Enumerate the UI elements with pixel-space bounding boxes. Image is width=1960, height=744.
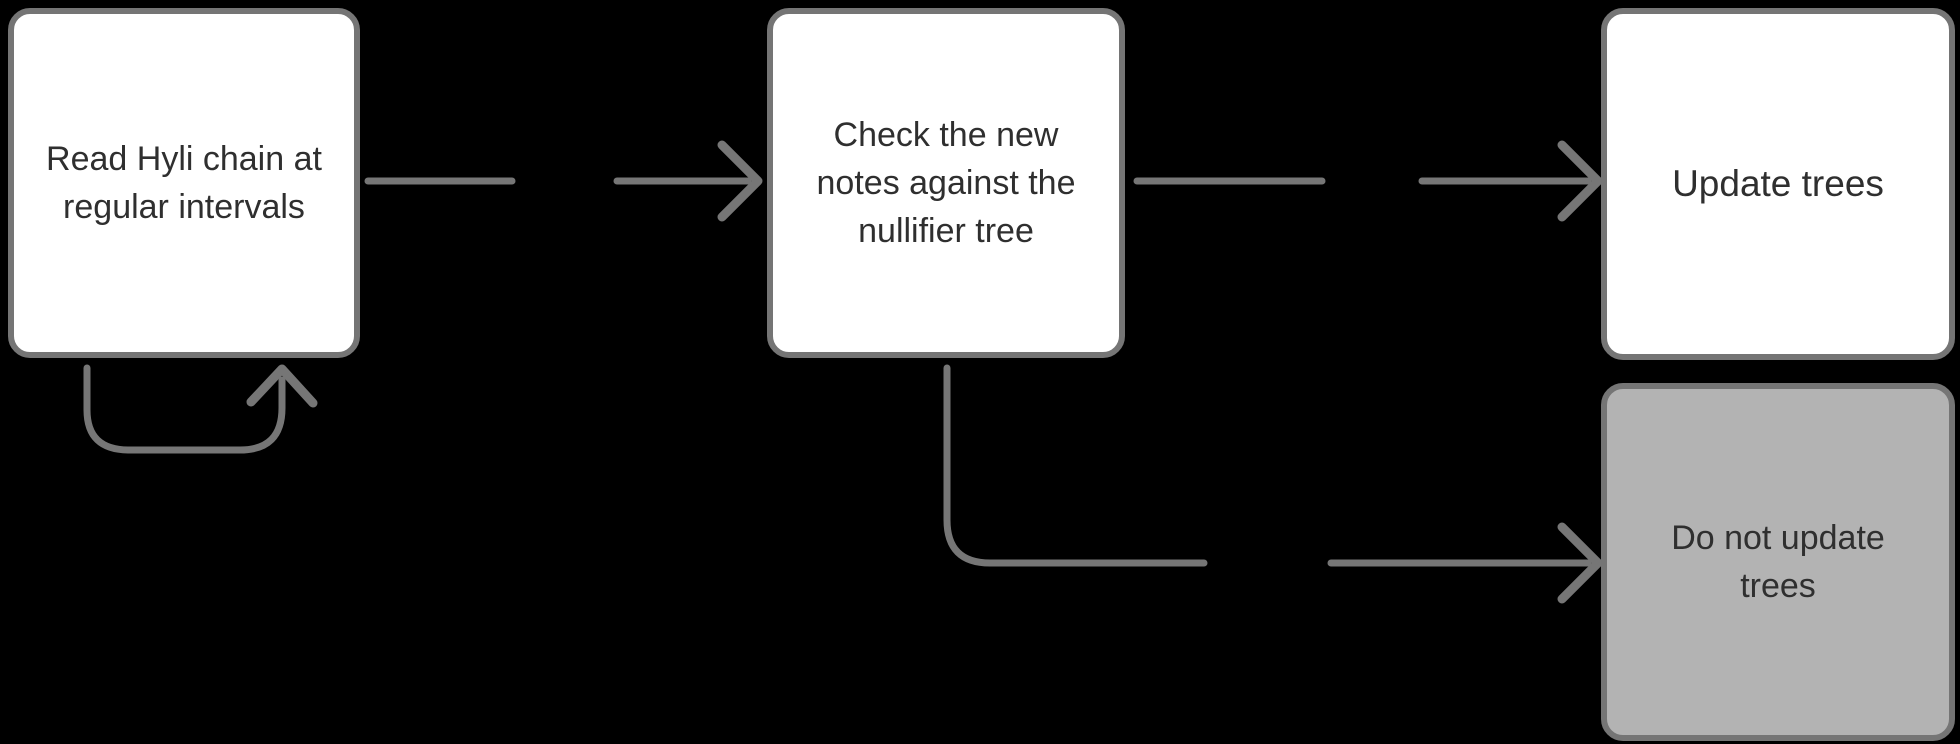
edge-check-to-noupdate-arrowhead[interactable] [1557,522,1603,604]
node-read-chain-label: Read Hyli chain at regular intervals [46,140,322,226]
node-check-notes-label: Check the new notes against the nullifie… [816,116,1076,250]
edge-read-chain-self-loop-arrowhead[interactable] [246,364,318,408]
edge-read-to-check-arrowhead[interactable] [717,140,763,222]
edge-check-to-noupdate-elbow[interactable] [943,364,1208,567]
node-check-notes[interactable]: Check the new notes against the nullifie… [767,8,1125,358]
node-update-trees-label: Update trees [1672,163,1884,204]
node-do-not-update-trees-label: Do not update trees [1671,519,1885,605]
edge-check-to-update-arrowhead[interactable] [1557,140,1603,222]
node-update-trees[interactable]: Update trees [1601,8,1955,360]
node-read-chain[interactable]: Read Hyli chain at regular intervals [8,8,360,358]
edge-read-chain-self-loop[interactable] [83,364,286,454]
node-do-not-update-trees[interactable]: Do not update trees [1601,383,1955,741]
